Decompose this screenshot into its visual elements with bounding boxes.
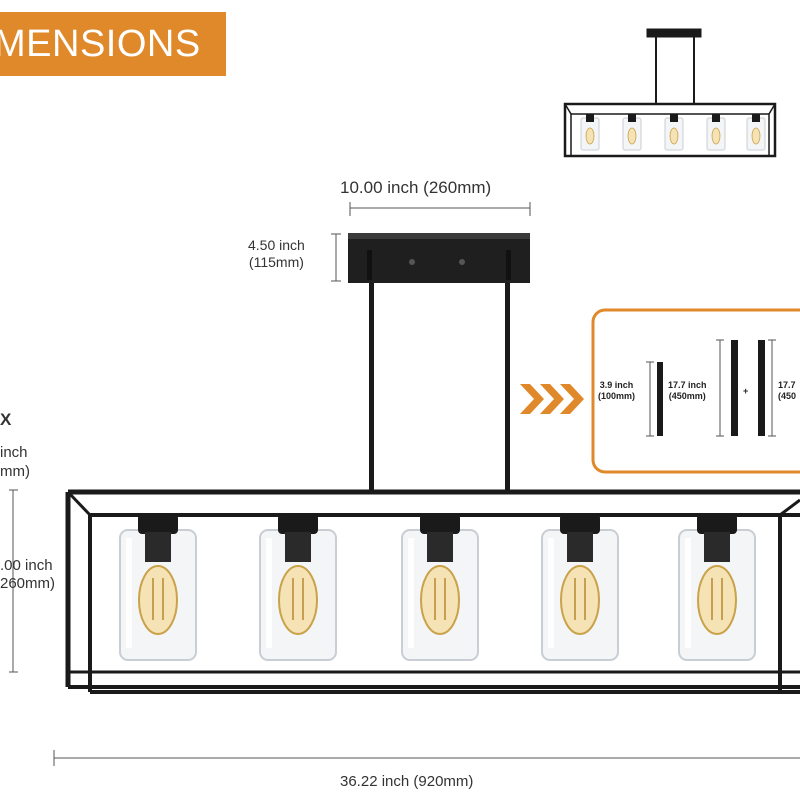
left-partial-x: X [0,410,12,429]
left-partial-mm: mm) [0,463,30,480]
lamp-shade-4 [541,514,619,661]
left-partial-inch: inch [0,444,28,461]
banner-title: MENSIONS [0,23,201,65]
lamp-shade-2 [259,514,337,661]
rod3-mm: (450 [778,391,797,401]
canopy-height-inch: 4.50 inch [248,237,305,253]
canopy-height-label: 4.50 inch (115mm) [248,237,305,271]
rod1-label: 3.9 inch (100mm) [598,380,635,402]
canopy [348,233,530,283]
cage-height-mm: 260mm) [0,575,56,592]
rod3-inch: 17.7 [778,380,796,390]
cage-height-inch: .00 inch [0,557,53,574]
rod2-label: 17.7 inch (450mm) [668,380,707,402]
rod-right [505,283,510,493]
rod3-label: 17.7 (450 [778,380,796,402]
canopy-height-mm: (115mm) [248,254,304,270]
thumb-shade-1 [580,114,600,151]
rod1-mm: (100mm) [598,391,636,401]
lamp-shade-1 [119,514,197,661]
total-length-label: 36.22 inch (920mm) [340,773,474,790]
canopy-width-label: 10.00 inch (260mm) [340,178,492,197]
rod2-mm: (450mm) [668,391,706,401]
lamp-shade-5 [678,514,756,661]
rod-left [369,283,374,493]
thumb-shade-3 [664,114,684,151]
plus-sign: + [743,386,749,396]
dimensions-banner: MENSIONS [0,12,226,76]
rod2-inch: 17.7 inch [668,380,707,390]
triple-chevron-right-icon [520,384,584,414]
lamp-shade-3 [401,514,479,661]
thumb-shade-5 [746,114,766,151]
thumb-shade-2 [622,114,642,151]
thumb-shade-4 [706,114,726,151]
rod1-inch: 3.9 inch [599,380,634,390]
